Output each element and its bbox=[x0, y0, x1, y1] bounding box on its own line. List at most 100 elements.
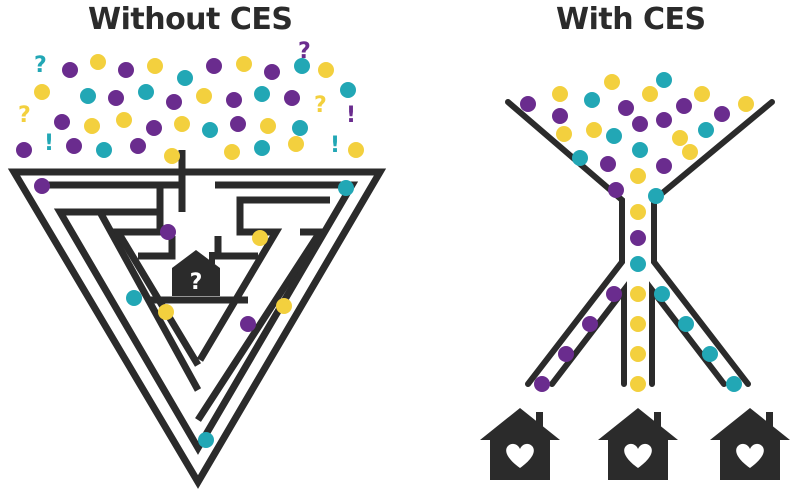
dot bbox=[160, 224, 176, 240]
dot bbox=[230, 116, 246, 132]
exclamation-mark-icon: ! bbox=[346, 103, 356, 128]
dot bbox=[556, 126, 572, 142]
maze-wall bbox=[218, 236, 258, 256]
maze bbox=[14, 150, 380, 482]
dot bbox=[632, 116, 648, 132]
dot bbox=[630, 230, 646, 246]
funnel-left-wall bbox=[508, 102, 622, 384]
dot bbox=[726, 376, 742, 392]
dot bbox=[558, 346, 574, 362]
dot bbox=[608, 182, 624, 198]
dot bbox=[318, 62, 334, 78]
dot bbox=[584, 92, 600, 108]
dot bbox=[606, 286, 622, 302]
dot bbox=[254, 140, 270, 156]
dot bbox=[630, 286, 646, 302]
house-heart-icon bbox=[598, 408, 678, 480]
dot bbox=[236, 56, 252, 72]
funnel-right-wall bbox=[654, 102, 772, 384]
dot bbox=[552, 86, 568, 102]
dot bbox=[606, 128, 622, 144]
maze-outer-wall bbox=[14, 172, 380, 482]
dot bbox=[340, 82, 356, 98]
dot bbox=[90, 54, 106, 70]
dot bbox=[600, 156, 616, 172]
dot bbox=[54, 114, 70, 130]
dot bbox=[552, 108, 568, 124]
dot bbox=[202, 122, 218, 138]
dot bbox=[284, 90, 300, 106]
dot bbox=[656, 112, 672, 128]
dot bbox=[648, 188, 664, 204]
dot bbox=[252, 230, 268, 246]
dot bbox=[698, 122, 714, 138]
dot bbox=[116, 112, 132, 128]
dot bbox=[62, 62, 78, 78]
dot bbox=[656, 158, 672, 174]
house-question-icon: ? bbox=[172, 250, 220, 296]
dot bbox=[630, 346, 646, 362]
dot bbox=[147, 58, 163, 74]
dot bbox=[126, 290, 142, 306]
house-heart-icon bbox=[710, 408, 790, 480]
dot bbox=[632, 142, 648, 158]
dot bbox=[288, 136, 304, 152]
dot bbox=[630, 204, 646, 220]
dot bbox=[738, 96, 754, 112]
dot bbox=[676, 98, 692, 114]
dot bbox=[164, 148, 180, 164]
question-mark-icon: ? bbox=[314, 93, 327, 118]
dot bbox=[80, 88, 96, 104]
dot bbox=[630, 376, 646, 392]
exclamation-mark-icon: ! bbox=[44, 131, 54, 156]
dot bbox=[604, 74, 620, 90]
dot bbox=[138, 84, 154, 100]
dot bbox=[66, 138, 82, 154]
dot bbox=[572, 150, 588, 166]
svg-text:?: ? bbox=[190, 270, 203, 295]
house-heart-icon bbox=[480, 408, 560, 480]
dot bbox=[96, 142, 112, 158]
dot bbox=[226, 92, 242, 108]
dot bbox=[586, 122, 602, 138]
exclamation-mark-icon: ! bbox=[330, 133, 340, 158]
dot bbox=[694, 86, 710, 102]
dot bbox=[264, 64, 280, 80]
dot bbox=[618, 100, 634, 116]
dot bbox=[292, 120, 308, 136]
question-mark-icon: ? bbox=[18, 103, 31, 128]
dot bbox=[174, 116, 190, 132]
dot bbox=[198, 432, 214, 448]
dot bbox=[177, 70, 193, 86]
dot bbox=[224, 144, 240, 160]
dot bbox=[582, 316, 598, 332]
dot bbox=[682, 144, 698, 160]
dot bbox=[714, 106, 730, 122]
dot bbox=[146, 120, 162, 136]
dot bbox=[534, 376, 550, 392]
dot bbox=[196, 88, 212, 104]
dot bbox=[34, 178, 50, 194]
dot bbox=[166, 94, 182, 110]
dot bbox=[158, 304, 174, 320]
dot bbox=[108, 90, 124, 106]
dot bbox=[520, 96, 536, 112]
dot bbox=[678, 316, 694, 332]
dot bbox=[656, 72, 672, 88]
dot bbox=[276, 298, 292, 314]
dot bbox=[672, 130, 688, 146]
dot bbox=[34, 84, 50, 100]
dot bbox=[630, 168, 646, 184]
dot bbox=[118, 62, 134, 78]
dot bbox=[130, 138, 146, 154]
dot bbox=[206, 58, 222, 74]
dot bbox=[338, 180, 354, 196]
dot bbox=[702, 346, 718, 362]
question-mark-icon: ? bbox=[34, 53, 47, 78]
dot bbox=[642, 86, 658, 102]
dot bbox=[630, 256, 646, 272]
dot bbox=[654, 286, 670, 302]
dot bbox=[260, 118, 276, 134]
question-mark-icon: ? bbox=[298, 39, 311, 64]
